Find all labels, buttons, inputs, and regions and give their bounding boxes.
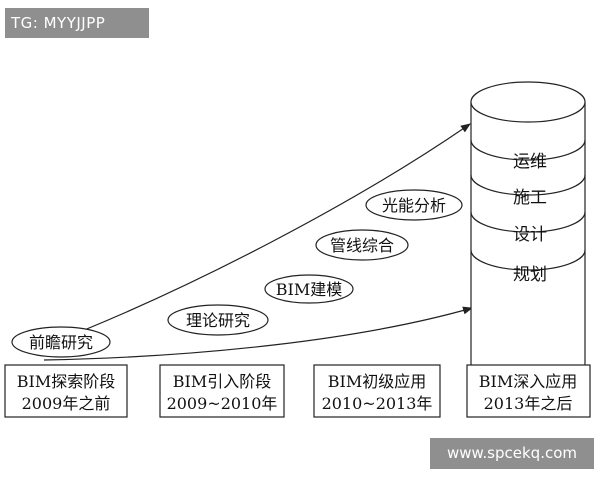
stage-1-period: 2009年之前 [22,394,111,413]
milestone-3: BIM建模 [264,274,354,304]
milestone-1: 前瞻研究 [11,326,111,358]
upper-growth-arrow [43,123,471,347]
milestone-3-label: BIM建模 [276,280,342,299]
milestone-4: 管线综合 [315,229,409,261]
milestone-2-label: 理论研究 [186,311,250,330]
milestone-4-label: 管线综合 [330,236,394,255]
cylinder-divider-1 [470,139,586,161]
stage-box-1: BIM探索阶段 2009年之前 [4,364,128,418]
application-cylinder: 运维 施工 设计 规划 [470,81,586,411]
milestone-1-label: 前瞻研究 [29,333,93,352]
milestone-5: 光能分析 [365,189,463,221]
stage-4-title: BIM深入应用 [479,372,577,391]
stage-2-period: 2009~2010年 [167,394,278,413]
milestone-5-label: 光能分析 [382,196,446,215]
cylinder-top [470,81,586,123]
lower-growth-arrow [43,306,473,361]
cylinder-body [470,102,586,411]
cylinder-divider-2 [470,174,586,196]
stage-4-period: 2013年之后 [484,394,573,413]
layer-operation: 运维 [513,152,547,172]
layer-design: 设计 [513,225,547,245]
stage-3-period: 2010~2013年 [322,394,433,413]
watermark-bottom-right: www.spcekq.com [430,438,594,469]
stage-1-title: BIM探索阶段 [17,372,115,391]
cylinder-divider-3 [470,211,586,233]
stage-2-title: BIM引入阶段 [173,372,271,391]
stage-box-2: BIM引入阶段 2009~2010年 [159,364,285,418]
cylinder-divider-4 [470,249,586,271]
watermark-top-left: TG: MYYJJPP [5,8,149,38]
layer-planning: 规划 [513,265,547,285]
stage-3-title: BIM初级应用 [328,372,426,391]
layer-construction: 施工 [513,188,547,208]
stage-box-3: BIM初级应用 2010~2013年 [313,364,441,418]
milestone-2: 理论研究 [167,304,269,336]
stage-box-4: BIM深入应用 2013年之后 [466,364,591,418]
